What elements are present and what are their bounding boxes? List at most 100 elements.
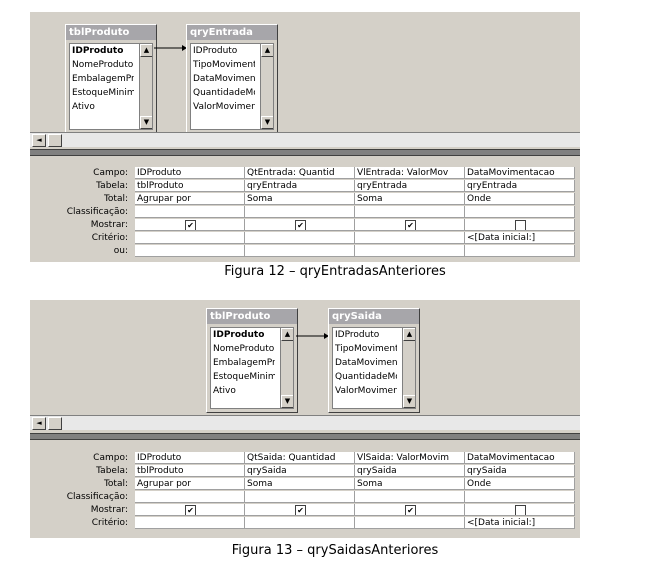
grid-cell-total[interactable]: Onde	[465, 478, 575, 490]
show-cell[interactable]: ✔	[135, 219, 245, 231]
show-cell[interactable]: ✔	[355, 504, 465, 516]
checkbox-checked-icon[interactable]: ✔	[405, 505, 416, 515]
field-item[interactable]: DataMovimento	[335, 358, 397, 368]
grid-cell-total[interactable]: Soma	[355, 193, 465, 205]
grid-cell-criterio[interactable]	[245, 232, 355, 244]
checkbox-unchecked-icon[interactable]	[515, 220, 526, 230]
grid-cell-total[interactable]: Agrupar por	[135, 478, 245, 490]
show-cell[interactable]: ✔	[135, 504, 245, 516]
field-list-scrollbar[interactable]: ▲ ▼	[139, 44, 152, 129]
table-box-tblproduto[interactable]: tblProduto IDProduto NomeProduto Embalag…	[206, 308, 298, 413]
grid-cell-campo[interactable]: IDProduto	[135, 452, 245, 464]
field-item[interactable]: NomeProduto	[213, 344, 275, 354]
field-item[interactable]: IDProduto	[335, 330, 380, 340]
checkbox-checked-icon[interactable]: ✔	[185, 220, 196, 230]
grid-cell-tabela[interactable]: qrySaida	[465, 465, 575, 477]
checkbox-checked-icon[interactable]: ✔	[295, 220, 306, 230]
grid-cell-campo[interactable]: VlSaida: ValorMovim	[355, 452, 465, 464]
grid-cell-tabela[interactable]: qryEntrada	[355, 180, 465, 192]
grid-cell-campo[interactable]: IDProduto	[135, 167, 245, 179]
grid-cell-campo[interactable]: DataMovimentacao	[465, 167, 575, 179]
scroll-up-icon[interactable]: ▲	[261, 44, 273, 57]
table-box-qrysaida[interactable]: qrySaida IDProduto TipoMovimento DataMov…	[328, 308, 420, 413]
checkbox-checked-icon[interactable]: ✔	[295, 505, 306, 515]
grid-cell-criterio[interactable]	[355, 517, 465, 529]
scroll-thumb[interactable]	[48, 417, 62, 430]
grid-cell-total[interactable]: Soma	[245, 478, 355, 490]
grid-cell-campo[interactable]: DataMovimentacao	[465, 452, 575, 464]
scroll-up-icon[interactable]: ▲	[403, 328, 415, 341]
grid-cell-empty[interactable]	[135, 206, 245, 218]
field-item[interactable]: EstoqueMinimo	[72, 88, 134, 98]
field-item[interactable]: IDProduto	[213, 330, 265, 340]
grid-cell-empty[interactable]	[465, 245, 575, 257]
grid-cell-tabela[interactable]: qryEntrada	[245, 180, 355, 192]
grid-cell-empty[interactable]	[135, 245, 245, 257]
field-item[interactable]: NomeProduto	[72, 60, 134, 70]
grid-cell-criterio[interactable]: <[Data inicial:]	[465, 517, 575, 529]
scroll-thumb[interactable]	[48, 134, 62, 147]
grid-cell-criterio[interactable]	[135, 517, 245, 529]
grid-cell-criterio[interactable]	[245, 517, 355, 529]
grid-cell-tabela[interactable]: tblProduto	[135, 180, 245, 192]
grid-cell-campo[interactable]: QtSaida: Quantidad	[245, 452, 355, 464]
field-list[interactable]: IDProduto TipoMovimento DataMovimento Qu…	[190, 43, 274, 130]
field-item[interactable]: Ativo	[72, 102, 95, 112]
field-item[interactable]: ValorMovimento	[335, 386, 397, 396]
horizontal-scrollbar[interactable]: ◄	[30, 132, 580, 147]
checkbox-checked-icon[interactable]: ✔	[405, 220, 416, 230]
field-item[interactable]: EmbalagemPro	[213, 358, 275, 368]
table-box-tblproduto[interactable]: tblProduto IDProduto NomeProduto Embalag…	[65, 24, 157, 134]
field-item[interactable]: QuantidadeMo	[193, 88, 255, 98]
grid-cell-criterio[interactable]	[135, 232, 245, 244]
table-box-qryentrada[interactable]: qryEntrada IDProduto TipoMovimento DataM…	[186, 24, 278, 134]
show-cell[interactable]: ✔	[245, 219, 355, 231]
grid-cell-total[interactable]: Soma	[245, 193, 355, 205]
scroll-up-icon[interactable]: ▲	[281, 328, 293, 341]
grid-cell-total[interactable]: Agrupar por	[135, 193, 245, 205]
scroll-down-icon[interactable]: ▼	[140, 116, 152, 129]
show-cell[interactable]: ✔	[245, 504, 355, 516]
field-list[interactable]: IDProduto NomeProduto EmbalagemPro Estoq…	[210, 327, 294, 409]
horizontal-scrollbar[interactable]: ◄	[30, 415, 580, 430]
scroll-down-icon[interactable]: ▼	[261, 116, 273, 129]
pane-splitter[interactable]	[30, 433, 580, 440]
grid-cell-empty[interactable]	[245, 206, 355, 218]
grid-cell-empty[interactable]	[465, 206, 575, 218]
grid-cell-tabela[interactable]: qrySaida	[245, 465, 355, 477]
field-item[interactable]: DataMovimento	[193, 74, 255, 84]
field-item[interactable]: TipoMovimento	[335, 344, 397, 354]
field-item[interactable]: Ativo	[213, 386, 236, 396]
field-list-scrollbar[interactable]: ▲ ▼	[260, 44, 273, 129]
grid-cell-campo[interactable]: QtEntrada: Quantid	[245, 167, 355, 179]
grid-cell-criterio[interactable]	[355, 232, 465, 244]
scroll-down-icon[interactable]: ▼	[281, 395, 293, 408]
field-list[interactable]: IDProduto TipoMovimento DataMovimento Qu…	[332, 327, 416, 409]
field-item[interactable]: EmbalagemPro	[72, 74, 134, 84]
field-list-scrollbar[interactable]: ▲ ▼	[280, 328, 293, 408]
grid-cell-empty[interactable]	[135, 491, 245, 503]
field-list[interactable]: IDProduto NomeProduto EmbalagemPro Estoq…	[69, 43, 153, 130]
show-cell[interactable]	[465, 504, 575, 516]
grid-cell-empty[interactable]	[355, 491, 465, 503]
grid-cell-total[interactable]: Onde	[465, 193, 575, 205]
grid-cell-tabela[interactable]: tblProduto	[135, 465, 245, 477]
field-item[interactable]: IDProduto	[193, 46, 238, 56]
grid-cell-empty[interactable]	[465, 491, 575, 503]
grid-cell-empty[interactable]	[355, 245, 465, 257]
grid-cell-empty[interactable]	[245, 245, 355, 257]
scroll-left-icon[interactable]: ◄	[32, 417, 46, 430]
grid-cell-empty[interactable]	[245, 491, 355, 503]
grid-cell-tabela[interactable]: qryEntrada	[465, 180, 575, 192]
grid-cell-campo[interactable]: VlEntrada: ValorMov	[355, 167, 465, 179]
scroll-left-icon[interactable]: ◄	[32, 134, 46, 147]
show-cell[interactable]	[465, 219, 575, 231]
field-item[interactable]: EstoqueMinimo	[213, 372, 275, 382]
field-item[interactable]: ValorMovimento	[193, 102, 255, 112]
field-item[interactable]: TipoMovimento	[193, 60, 255, 70]
checkbox-unchecked-icon[interactable]	[515, 505, 526, 515]
grid-cell-criterio[interactable]: <[Data inicial:]	[465, 232, 575, 244]
grid-cell-total[interactable]: Soma	[355, 478, 465, 490]
field-list-scrollbar[interactable]: ▲ ▼	[402, 328, 415, 408]
grid-cell-tabela[interactable]: qrySaida	[355, 465, 465, 477]
